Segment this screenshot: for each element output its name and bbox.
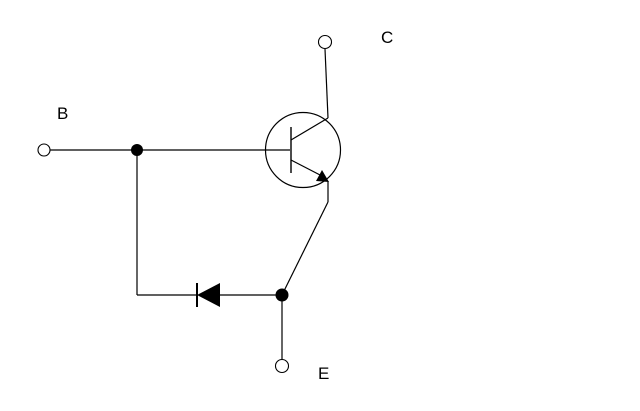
base-terminal — [37, 143, 51, 157]
diode-icon — [196, 283, 220, 307]
collector-terminal — [317, 34, 333, 50]
collector-label: C — [381, 28, 394, 47]
emitter-label: E — [318, 364, 330, 383]
base-label: B — [57, 104, 69, 123]
emitter-terminal — [274, 358, 290, 374]
npn-transistor-icon — [264, 111, 342, 189]
emitter-link-wire — [281, 201, 329, 296]
collector-wire — [324, 48, 329, 119]
